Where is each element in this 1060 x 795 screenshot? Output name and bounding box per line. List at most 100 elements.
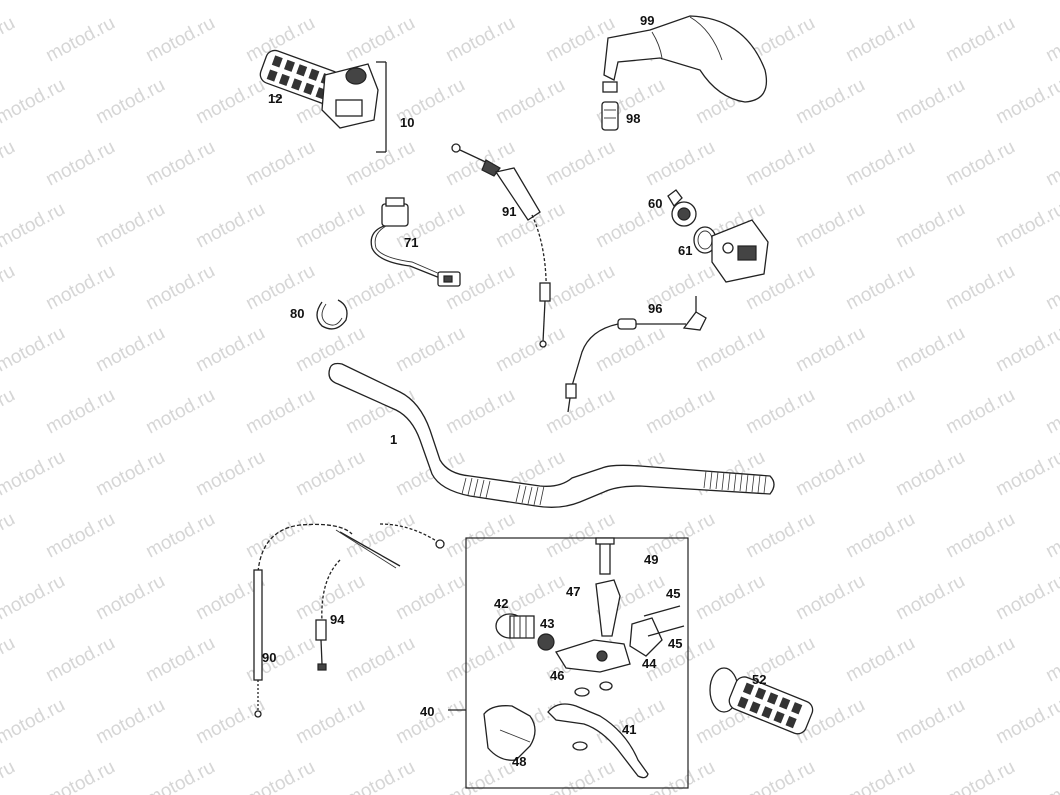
part-number-43: 43 (540, 616, 554, 631)
watermark-text: motod.ru (492, 0, 568, 4)
watermark-text: motod.ru (92, 199, 168, 253)
watermark-text: motod.ru (492, 323, 568, 377)
watermark-text: motod.ru (142, 633, 218, 687)
part-number-61: 61 (678, 243, 692, 258)
watermark-text: motod.ru (0, 0, 69, 4)
part-number-44: 44 (642, 656, 657, 671)
watermark-text: motod.ru (0, 385, 19, 439)
watermark-text: motod.ru (942, 261, 1018, 315)
watermark-text: motod.ru (292, 199, 368, 253)
watermark-text: motod.ru (192, 199, 268, 253)
clamp-ring (316, 299, 348, 330)
watermark-text: motod.ru (442, 385, 518, 439)
watermark-text: motod.ru (542, 757, 618, 795)
watermark-text: motod.ru (392, 323, 468, 377)
watermark-text: motod.ru (292, 0, 368, 4)
watermark-text: motod.ru (92, 323, 168, 377)
watermark-text: motod.ru (892, 323, 968, 377)
watermark-text: motod.ru (442, 509, 518, 563)
part-number-12: 12 (268, 91, 282, 106)
watermark-text: motod.ru (692, 323, 768, 377)
watermark-text: motod.ru (42, 757, 118, 795)
watermark-text: motod.ru (242, 137, 318, 191)
watermark-text: motod.ru (842, 509, 918, 563)
watermark-text: motod.ru (942, 509, 1018, 563)
watermark-text: motod.ru (792, 323, 868, 377)
watermark-text: motod.ru (792, 0, 868, 4)
watermark-text: motod.ru (42, 385, 118, 439)
part-number-10: 10 (400, 115, 414, 130)
watermark-text: motod.ru (0, 13, 19, 67)
watermark-text: motod.ru (342, 137, 418, 191)
watermark-text: motod.ru (542, 261, 618, 315)
part-number-60: 60 (648, 196, 662, 211)
watermark-text: motod.ru (392, 695, 468, 749)
watermark-text: motod.ru (192, 447, 268, 501)
watermark-text: motod.ru (242, 261, 318, 315)
watermark-text: motod.ru (92, 75, 168, 129)
watermark-text: motod.ru (292, 695, 368, 749)
part-number-96: 96 (648, 301, 662, 316)
watermark-text: motod.ru (42, 137, 118, 191)
watermark-text: motod.ru (0, 509, 19, 563)
throttle-grip-assembly (259, 49, 387, 153)
watermark-text: motod.ru (842, 13, 918, 67)
watermark-text: motod.ru (992, 447, 1060, 501)
watermark-text: motod.ru (342, 261, 418, 315)
watermark-text: motod.ru (142, 13, 218, 67)
watermark-text: motod.ru (1042, 509, 1060, 563)
watermark-text: motod.ru (592, 0, 668, 4)
watermark-text: motod.ru (0, 75, 69, 129)
watermark-text: motod.ru (142, 509, 218, 563)
watermark-text: motod.ru (0, 757, 19, 795)
watermark-text: motod.ru (992, 75, 1060, 129)
watermark-text: motod.ru (342, 757, 418, 795)
watermark-text: motod.ru (42, 13, 118, 67)
brake-cable (315, 523, 445, 671)
watermark-text: motod.ru (1042, 633, 1060, 687)
watermark-text: motod.ru (892, 571, 968, 625)
watermark-text: motod.ru (1042, 261, 1060, 315)
watermark-text: motod.ru (742, 509, 818, 563)
watermark-text: motod.ru (842, 633, 918, 687)
watermark-text: motod.ru (792, 75, 868, 129)
watermark-text: motod.ru (342, 13, 418, 67)
watermark-text: motod.ru (942, 385, 1018, 439)
watermark-text: motod.ru (692, 571, 768, 625)
watermark-text: motod.ru (0, 571, 69, 625)
watermark-text: motod.ru (992, 695, 1060, 749)
watermark-text: motod.ru (392, 571, 468, 625)
part-number-45a: 45 (666, 586, 680, 601)
part-number-71: 71 (404, 235, 418, 250)
part-number-91: 91 (502, 204, 516, 219)
part-number-46: 46 (550, 668, 564, 683)
watermark-text: motod.ru (342, 633, 418, 687)
watermark-text: motod.ru (292, 447, 368, 501)
watermark-text: motod.ru (942, 13, 1018, 67)
watermark-text: motod.ru (0, 137, 19, 191)
part-number-47: 47 (566, 584, 580, 599)
choke-cable (253, 523, 353, 718)
watermark-text: motod.ru (192, 0, 268, 4)
part-number-52: 52 (752, 672, 766, 687)
watermark-text: motod.ru (42, 633, 118, 687)
throttle-cable (451, 143, 551, 348)
clutch-cable (565, 296, 707, 413)
part-number-40: 40 (420, 704, 434, 719)
part-number-45b: 45 (668, 636, 682, 651)
watermark-text: motod.ru (992, 0, 1060, 4)
watermark-text: motod.ru (0, 261, 19, 315)
left-grip (709, 667, 814, 735)
watermark-text: motod.ru (1042, 137, 1060, 191)
watermark-text: motod.ru (192, 323, 268, 377)
watermark-text: motod.ru (0, 447, 69, 501)
watermark-text: motod.ru (442, 633, 518, 687)
watermark-text: motod.ru (0, 199, 69, 253)
watermark-text: motod.ru (1042, 757, 1060, 795)
watermark-text: motod.ru (792, 571, 868, 625)
part-number-48: 48 (512, 754, 526, 769)
watermark-text: motod.ru (92, 0, 168, 4)
watermark-text: motod.ru (892, 199, 968, 253)
part-number-90: 90 (262, 650, 276, 665)
